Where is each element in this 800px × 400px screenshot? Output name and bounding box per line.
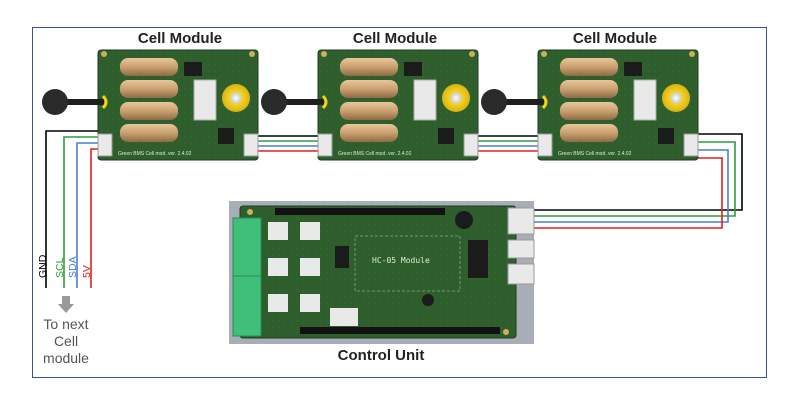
temperature-probe-1 — [42, 89, 108, 115]
temperature-probe-2 — [261, 89, 328, 115]
right-bus-wires — [528, 133, 743, 229]
next-module-line: To next — [43, 316, 89, 332]
control-unit-title: Control Unit — [337, 347, 425, 364]
next-module-line: module — [43, 350, 89, 366]
pcb-silkscreen: Green BMS Cell mod. ver. 2.4.02 — [558, 151, 632, 157]
wire-label-sda: SDA — [67, 256, 79, 278]
wire-label-scl: SCL — [54, 257, 66, 278]
pcb-silkscreen: Green BMS Cell mod. ver. 2.4.02 — [118, 151, 192, 157]
down-arrow-icon — [58, 296, 74, 313]
next-module-line: Cell — [53, 333, 79, 349]
next-module-label: To next Cell module — [36, 316, 96, 367]
wire-label-gnd: GND — [37, 254, 49, 278]
cell-module-title: Cell Module — [352, 30, 438, 47]
cell-module-board — [97, 49, 259, 161]
cell-module-title: Cell Module — [572, 30, 658, 47]
left-bus-wires — [45, 130, 100, 288]
temperature-probe-3 — [481, 89, 548, 115]
cell-module-title: Cell Module — [137, 30, 223, 47]
diagram-frame — [32, 27, 767, 378]
cell-module-board — [317, 49, 479, 161]
inter-module-wires-2 — [478, 135, 540, 152]
cell-module-board — [537, 49, 699, 161]
control-unit-board — [229, 201, 535, 344]
pcb-silkscreen: Green BMS Cell mod. ver. 2.4.02 — [338, 151, 412, 157]
bluetooth-module-label: HC-05 Module — [372, 256, 430, 265]
wire-label-5v: 5V — [81, 265, 93, 278]
inter-module-wires-1 — [258, 135, 320, 152]
